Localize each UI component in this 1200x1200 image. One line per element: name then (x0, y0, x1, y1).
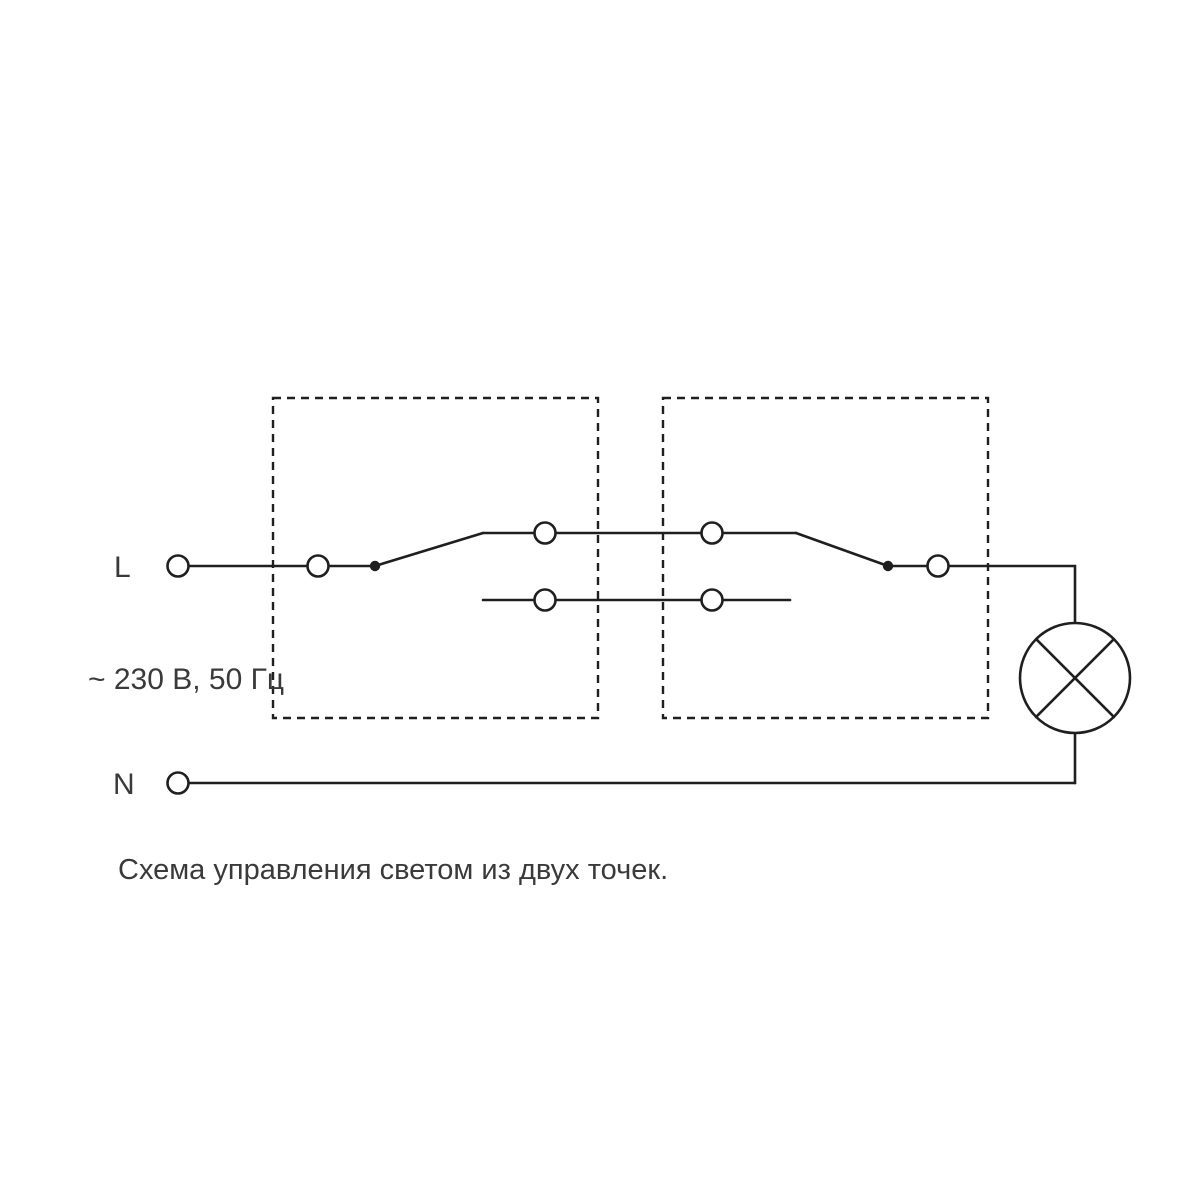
switch-2-blade (794, 531, 890, 568)
diagram-caption: Схема управления светом из двух точек. (118, 854, 668, 886)
switch-2-traveler-top-terminal (700, 521, 724, 545)
switch-2-pivot-dot (882, 560, 894, 572)
voltage-label: ~ 230 В, 50 Гц (88, 663, 284, 696)
switch-1-blade (373, 531, 485, 568)
circuit-wires (187, 531, 1077, 785)
switch-1-traveler-bottom-terminal (533, 588, 557, 612)
terminals (166, 521, 950, 795)
line-terminal (166, 554, 190, 578)
switch-1-input-terminal (306, 554, 330, 578)
neutral-terminal (166, 771, 190, 795)
lamp-icon (1018, 621, 1132, 735)
switch-2-output-terminal (926, 554, 950, 578)
lamp-feed-wire (947, 564, 1077, 625)
switch-2-traveler-bottom-terminal (700, 588, 724, 612)
neutral-label: N (113, 768, 135, 801)
switch-1-pivot-dot (369, 560, 381, 572)
switch-1-traveler-top-terminal (533, 521, 557, 545)
junction-dots (369, 560, 894, 572)
lamp-cross-line-2 (1034, 637, 1116, 719)
line-label: L (114, 551, 131, 584)
